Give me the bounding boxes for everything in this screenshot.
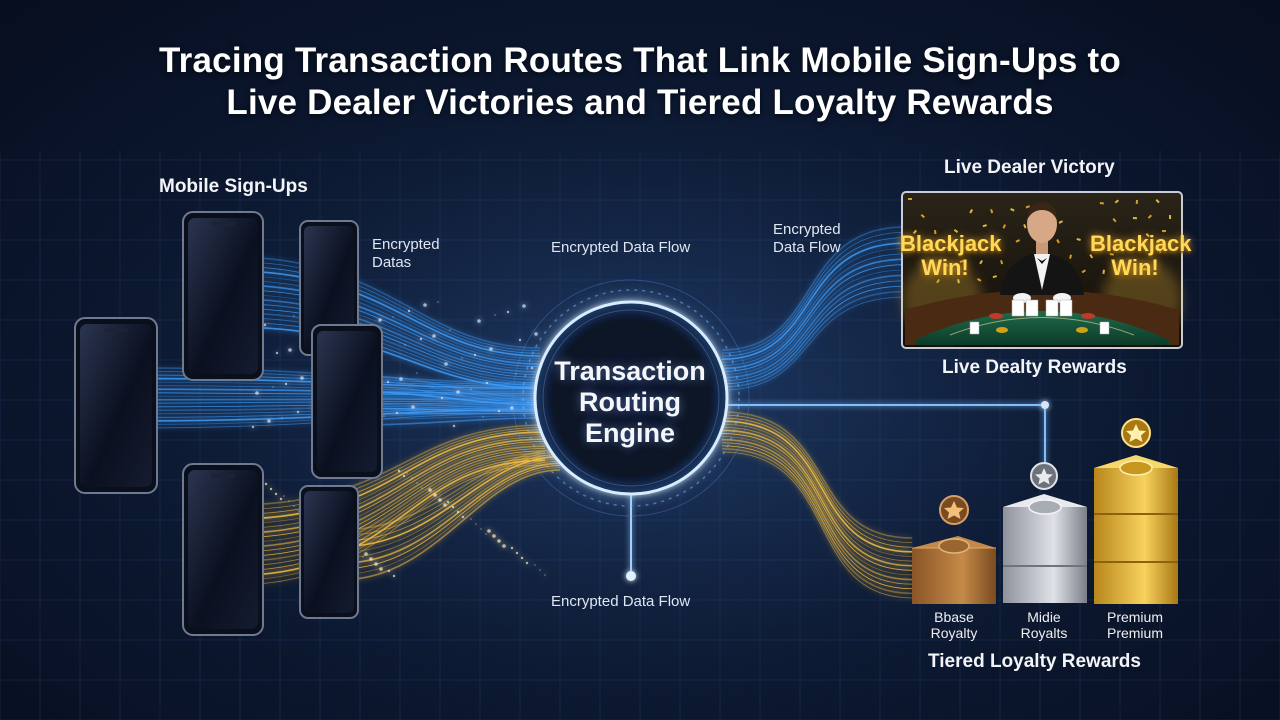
routing-engine-label: Transaction Routing Engine	[540, 356, 720, 449]
poker-chips	[989, 313, 1095, 333]
encrypted-data-flow-right-label: Encrypted Data Flow	[773, 221, 841, 257]
blackjack-win-left-line-2: Win!	[921, 255, 969, 280]
live-dealer-victory-heading: Live Dealer Victory	[944, 157, 1115, 178]
dealer-figure	[1000, 202, 1084, 303]
page-title: Tracing Transaction Routes That Link Mob…	[0, 40, 1280, 124]
encrypted-data-flow-top-label: Encrypted Data Flow	[551, 239, 691, 256]
encrypted-datas-label: Encrypted Datas	[372, 236, 440, 272]
tiered-loyalty-rewards-heading: Tiered Loyalty Rewards	[928, 651, 1141, 672]
phone	[182, 211, 264, 381]
blackjack-win-right: Blackjack Win!	[1090, 231, 1192, 280]
phone	[182, 463, 264, 636]
gold-tier-block	[1094, 418, 1178, 604]
connector-node	[626, 571, 636, 581]
connector-node	[1041, 401, 1049, 409]
tier-label-silver: Midie Royalts	[999, 609, 1089, 641]
loyalty-tier-blocks	[912, 418, 1178, 604]
phone	[299, 485, 359, 619]
tier-label-gold-line-1: Premium	[1106, 609, 1163, 625]
blackjack-win-right-line-2: Win!	[1111, 255, 1159, 280]
title-line-2: Live Dealer Victories and Tiered Loyalty…	[226, 83, 1054, 122]
bronze-tier-block	[912, 495, 996, 604]
blackjack-win-left: Blackjack Win!	[900, 231, 1002, 280]
blackjack-win-right-line-1: Blackjack	[1090, 231, 1192, 256]
live-dealty-rewards-heading: Live Dealty Rewards	[942, 357, 1127, 378]
encrypted-datas-line-2: Datas	[372, 254, 412, 271]
engine-line-1: Transaction	[554, 356, 706, 386]
tier-label-bronze: Bbase Royalty	[909, 609, 999, 641]
live-dealer-panel	[901, 191, 1183, 349]
routing-engine	[512, 279, 750, 517]
encrypted-data-flow-right-line-1: Encrypted	[773, 221, 841, 238]
mobile-signups-heading: Mobile Sign-Ups	[159, 176, 308, 197]
confetti	[908, 198, 1172, 284]
mobile-phones	[74, 211, 383, 636]
encrypted-data-flow-right-line-2: Data Flow	[773, 239, 841, 256]
phone	[74, 317, 158, 494]
title-line-1: Tracing Transaction Routes That Link Mob…	[159, 41, 1121, 80]
playing-cards	[969, 299, 1110, 335]
tier-label-gold: Premium Premium	[1090, 609, 1180, 641]
engine-line-2: Routing	[579, 387, 681, 417]
phone	[311, 324, 383, 479]
encrypted-datas-line-1: Encrypted	[372, 236, 440, 253]
blackjack-win-left-line-1: Blackjack	[900, 231, 1002, 256]
tier-label-silver-line-2: Royalts	[1020, 625, 1068, 641]
output-flow-to-dealer	[721, 226, 906, 391]
output-flow-to-loyalty	[721, 411, 913, 599]
tier-label-bronze-line-1: Bbase	[934, 609, 974, 625]
tier-label-silver-line-1: Midie	[1027, 609, 1061, 625]
silver-tier-block	[1003, 462, 1087, 603]
encrypted-data-flow-bottom-label: Encrypted Data Flow	[551, 593, 691, 610]
tier-label-gold-line-2: Premium	[1106, 625, 1163, 641]
engine-line-3: Engine	[584, 418, 675, 448]
tier-label-bronze-line-2: Royalty	[930, 625, 978, 641]
